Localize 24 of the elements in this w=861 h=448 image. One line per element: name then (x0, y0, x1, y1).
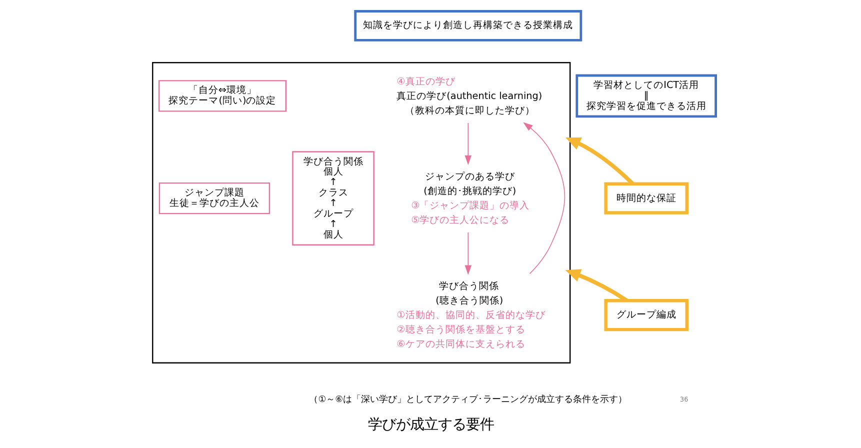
arrow (564, 269, 628, 302)
node-box: 知識を学びにより創造し再構築できる授業構成 (354, 10, 582, 42)
node-label: ③「ジャンプ課題」の導入 (410, 200, 530, 212)
arrow (565, 137, 634, 186)
node-box: グループ編成 (604, 299, 688, 332)
node-label: ①活動的、協同的、反省的な学び (396, 310, 545, 322)
node-text: 学び合う関係 (聴き合う関係) (435, 281, 503, 307)
node-box: 学び合う関係 個人 ↑ クラス ↑ グループ ↑ 個人 (292, 151, 374, 246)
label: （①～⑥は「深い学び」としてアクティブ･ラーニングが成立する条件を示す） (308, 395, 627, 406)
diagram-title: 学びが成立する要件 (368, 417, 494, 434)
node-box: ジャンプ課題 生徒＝学びの主人公 (158, 182, 270, 214)
node-text: 真正の学び(authentic learning) （教科の本質に即した学び） (396, 90, 542, 116)
node-box: 「自分⇔環境」 探究テーマ(問い)の設定 (158, 80, 286, 112)
node-text: ジャンプのある学び (創造的･挑戦的学び) (423, 172, 516, 197)
node-box: 学習材としてのICT活用 ‖ 探究学習を促進できる活用 (575, 74, 716, 118)
node-label: ⑥ケアの共同体に支えられる (396, 338, 525, 350)
arrow (464, 232, 471, 275)
arrow (522, 122, 565, 274)
node-label: ⑤学びの主人公になる (410, 214, 510, 226)
node-label: ②聴き合う関係を基盤とする (396, 324, 525, 336)
cluster (152, 62, 570, 364)
arrow (464, 122, 471, 166)
node-box: 時間的な保証 (604, 182, 688, 214)
node-label: ④真正の学び (396, 76, 455, 88)
